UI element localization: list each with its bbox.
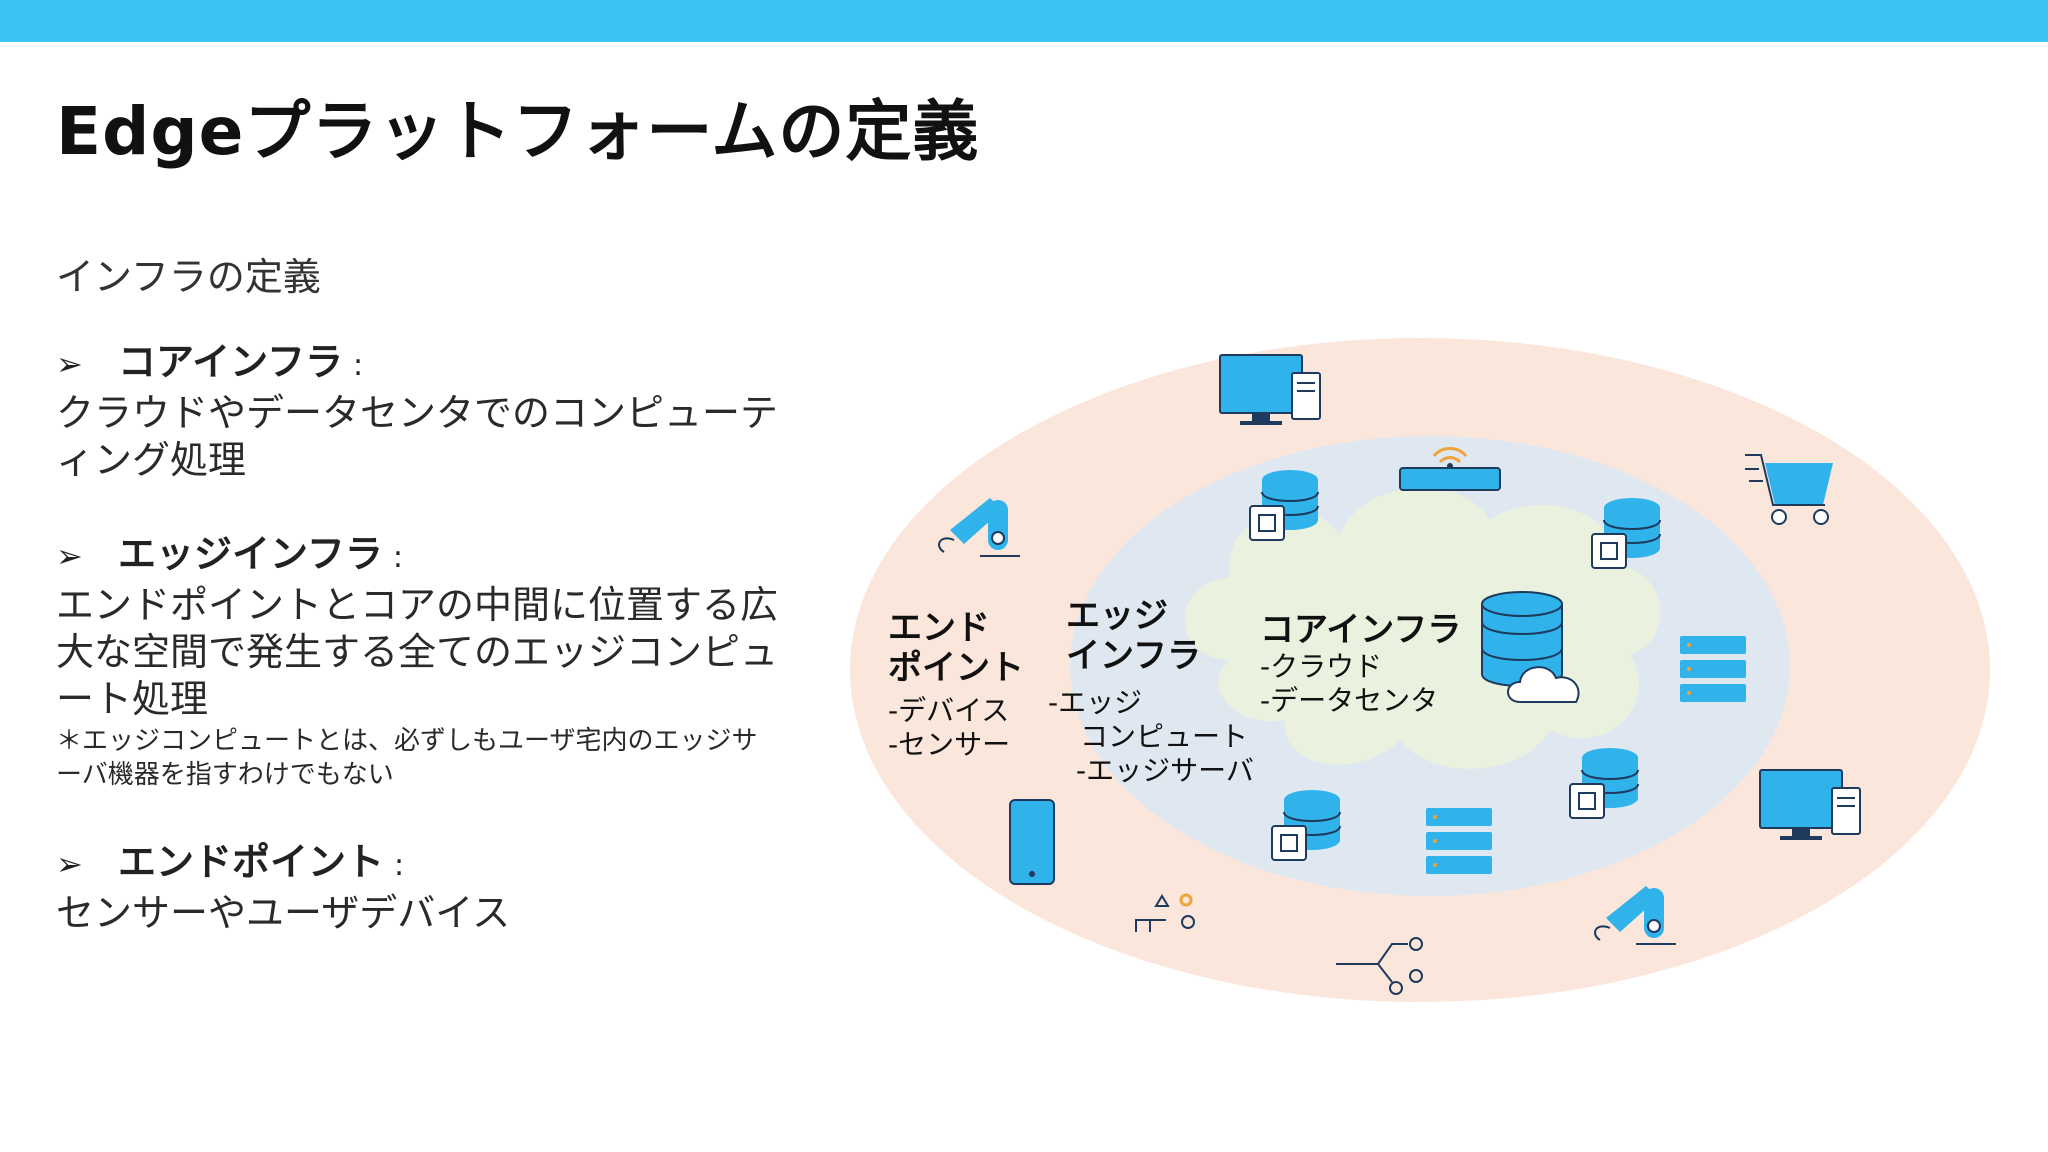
footnote-line: ーバ機器を指すわけでもない — [56, 760, 394, 790]
core-label-item: -クラウド — [1260, 650, 1383, 683]
endpoint-heading: ➢ エンドポイント: — [56, 838, 836, 890]
infrastructure-diagram: エンド ポイント -デバイス -センサー エッジ インフラ -エッジ コンピュー… — [840, 330, 2000, 1020]
footnote-line: ＊エッジコンピュートとは、必ずしもユーザ宅内のエッジサ — [56, 726, 758, 756]
heading-text: エッジインフラ — [118, 532, 383, 576]
endpoint-label-item: -デバイス — [888, 694, 1010, 727]
heading-text: エンドポイント — [118, 840, 385, 884]
flow-diagram-icon — [1135, 893, 1195, 932]
section-subtitle: インフラの定義 — [56, 255, 321, 299]
edge-label-item: コンピュート — [1080, 720, 1249, 753]
circuit-node-icon — [1336, 937, 1423, 995]
description-line: ート処理 — [56, 677, 209, 721]
monitor-icon — [1759, 769, 1861, 840]
robot-arm-icon — [938, 498, 1020, 557]
description-line: ィング処理 — [56, 438, 247, 482]
server-rack-icon — [1426, 808, 1492, 874]
edge-label-item: -エッジサーバ — [1076, 754, 1254, 787]
diagram-canvas — [850, 338, 1990, 1002]
heading-text: コアインフラ — [118, 340, 343, 384]
endpoint-label-title: エンド — [888, 608, 990, 648]
edge-label-title: インフラ — [1066, 636, 1201, 676]
heading-colon: : — [352, 348, 364, 383]
endpoint-section: ➢ エンドポイント: センサーやユーザデバイス — [56, 838, 836, 937]
server-rack-icon — [1680, 636, 1746, 702]
core-label-item: -データセンタ — [1260, 684, 1439, 717]
description-line: 大な空間で発生する全てのエッジコンピュ — [56, 630, 779, 674]
top-accent-bar — [0, 0, 2048, 42]
arrow-bullet-icon: ➢ — [56, 845, 83, 883]
robot-arm-icon — [1594, 886, 1676, 945]
description-line: センサーやユーザデバイス — [56, 891, 511, 935]
edge-infra-section: ➢ エッジインフラ: エンドポイントとコアの中間に位置する広 大な空間で発生する全… — [56, 530, 836, 791]
endpoint-label-item: -センサー — [888, 728, 1011, 761]
edge-infra-heading: ➢ エッジインフラ: — [56, 530, 836, 582]
database-cloud-icon — [1481, 591, 1580, 703]
monitor-icon — [1219, 354, 1321, 425]
endpoint-label-title: ポイント — [888, 648, 1024, 688]
database-chip-icon — [1591, 498, 1661, 569]
core-infra-heading: ➢ コアインフラ: — [56, 338, 836, 390]
description-line: クラウドやデータセンタでのコンピューテ — [56, 391, 779, 435]
heading-colon: : — [394, 848, 405, 883]
arrow-bullet-icon: ➢ — [56, 537, 83, 575]
smartphone-icon — [1009, 799, 1055, 885]
database-chip-icon — [1271, 790, 1341, 861]
arrow-bullet-icon: ➢ — [56, 345, 83, 383]
shopping-cart-icon — [1745, 454, 1833, 525]
page-title: Edgeプラットフォームの定義 — [56, 93, 980, 170]
database-chip-icon — [1569, 748, 1639, 819]
description-line: エンドポイントとコアの中間に位置する広 — [56, 583, 779, 627]
heading-colon: : — [392, 540, 403, 575]
wifi-router-icon — [1399, 447, 1501, 491]
edge-label-item: -エッジ — [1048, 686, 1143, 719]
database-chip-icon — [1249, 470, 1319, 541]
edge-label-title: エッジ — [1066, 596, 1168, 636]
core-label-title: コアインフラ — [1260, 610, 1462, 650]
core-infra-section: ➢ コアインフラ: クラウドやデータセンタでのコンピューテ ィング処理 — [56, 338, 836, 484]
